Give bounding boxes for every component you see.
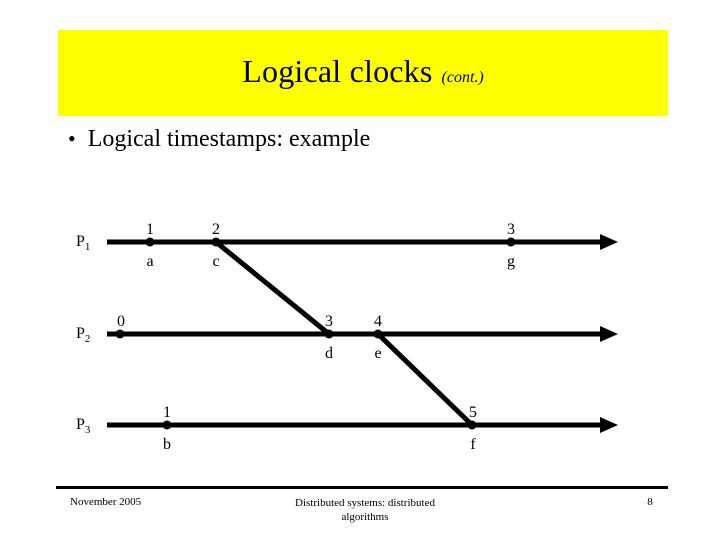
footer-title-line2: algorithms [341,511,389,523]
footer-title: Distributed systems: distributed algorit… [240,496,490,524]
event-name-b: b [163,436,171,453]
event-timestamp-g: 3 [507,221,515,238]
message-line-e-to-f [376,332,474,427]
bullet-item: • Logical timestamps: example [68,126,370,153]
footer-title-line1: Distributed systems: distributed [295,497,435,509]
process-label-p1-text: P [76,233,85,250]
footer-date: November 2005 [70,496,142,508]
footer-page-number: 8 [647,496,653,508]
process-label-p1-sub: 1 [84,241,91,254]
message-line-c-to-d [214,240,331,336]
title-line: Logical clocks (cont.) [242,53,484,90]
process-label-p2-sub: 2 [84,333,91,346]
event-name-g: g [507,253,515,270]
title-banner: Logical clocks (cont.) [58,30,668,116]
footer-divider [56,486,668,489]
page-title-suffix: (cont.) [441,68,484,86]
process-label-p3: P3 [76,416,90,436]
timeline-arrowhead-p1-icon [600,234,618,250]
event-name-d: d [325,345,333,362]
event-timestamp-b: 1 [163,404,171,421]
event-timestamp-f: 5 [469,404,477,421]
bullet-item-label: Logical timestamps: example [87,126,371,152]
event-timestamp-c: 2 [212,221,220,238]
event-name-e: e [374,345,382,362]
timeline-arrowhead-p3-icon [600,417,618,433]
event-name-c: c [212,253,220,270]
process-label-p1: P1 [76,233,90,253]
event-timestamp-e: 4 [374,313,382,330]
page-title: Logical clocks [242,52,433,89]
event-timestamp-p2-start: 0 [117,313,125,330]
process-label-p2: P2 [76,325,90,345]
process-label-p3-sub: 3 [84,424,91,437]
event-timestamp-a: 1 [146,221,154,238]
event-timestamp-d: 3 [325,313,333,330]
bullet-marker-icon: • [68,126,76,151]
event-name-f: f [470,436,476,453]
process-label-p2-text: P [76,325,85,342]
event-name-a: a [146,253,154,270]
process-label-p3-text: P [76,416,85,433]
timeline-arrowhead-p2-icon [600,326,618,342]
